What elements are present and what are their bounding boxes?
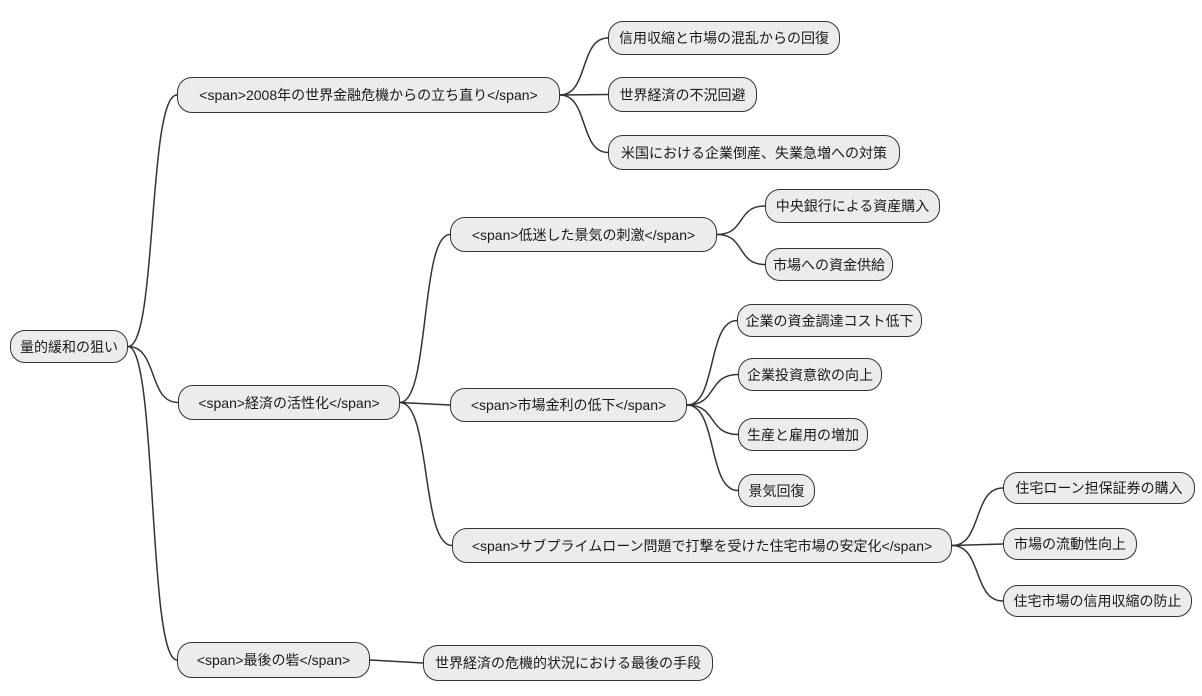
edge-root-to-last-resort (127, 345, 178, 661)
edge-last-resort-to-measure (369, 659, 424, 664)
node-market-fund-supply: 市場への資金供給 (765, 248, 893, 281)
node-stagnant-economy-stimulus: <span>低迷した景気の刺激</span> (450, 217, 717, 252)
edge-stagnant-to-asset-purchase (716, 205, 766, 236)
node-market-rate-decline: <span>市場金利の低下</span> (450, 388, 687, 422)
edge-housing-to-credit-crunch-prevention (951, 544, 1004, 602)
node-us-bankruptcy-unemployment: 米国における企業倒産、失業急増への対策 (608, 135, 900, 170)
edge-housing-to-liquidity (951, 543, 1004, 547)
edge-stagnant-to-fund-supply (716, 233, 766, 266)
node-economic-stimulation: <span>経済の活性化</span> (178, 385, 400, 420)
node-central-bank-asset-purchase: 中央銀行による資産購入 (765, 189, 940, 223)
node-global-recession-avoidance: 世界経済の不況回避 (608, 77, 757, 112)
edge-housing-to-mbs-purchase (951, 487, 1004, 547)
edge-stimulation-to-housing-market (399, 401, 453, 547)
edge-stimulation-to-stagnant-economy (399, 233, 451, 404)
mindmap-root-node: 量的緩和の狙い (10, 330, 128, 363)
edge-rate-to-production-employment (686, 404, 739, 436)
node-last-resort-measure: 世界経済の危機的状況における最後の手段 (423, 645, 713, 681)
edge-crisis-to-credit-crunch (559, 37, 609, 96)
edge-rate-to-funding-cost (686, 319, 738, 406)
node-mbs-purchase: 住宅ローン担保証券の購入 (1003, 472, 1195, 504)
node-credit-crunch-recovery: 信用収縮と市場の混乱からの回復 (608, 21, 840, 55)
edge-crisis-to-recession-avoidance (559, 93, 609, 96)
edge-root-to-economic-stimulation (127, 345, 179, 404)
edge-rate-to-investment-appetite (686, 373, 739, 406)
node-housing-market-stabilization: <span>サブプライムローン問題で打撃を受けた住宅市場の安定化</span> (452, 528, 952, 563)
node-corporate-funding-cost-decline: 企業の資金調達コスト低下 (737, 304, 922, 337)
node-2008-crisis-recovery: <span>2008年の世界金融危機からの立ち直り</span> (177, 77, 560, 113)
node-economic-recovery: 景気回復 (738, 474, 815, 507)
edge-rate-to-economic-recovery (686, 404, 739, 492)
node-market-liquidity-improvement: 市場の流動性向上 (1003, 528, 1137, 560)
node-corporate-investment-appetite: 企業投資意欲の向上 (738, 358, 882, 391)
node-housing-credit-crunch-prevention: 住宅市場の信用収縮の防止 (1003, 585, 1192, 617)
edge-root-to-crisis-recovery (127, 94, 178, 348)
edge-crisis-to-us-bankruptcy (559, 94, 609, 154)
node-last-resort: <span>最後の砦</span> (177, 642, 370, 678)
edge-stimulation-to-market-rate (399, 401, 451, 406)
node-production-employment-increase: 生産と雇用の増加 (738, 418, 868, 451)
